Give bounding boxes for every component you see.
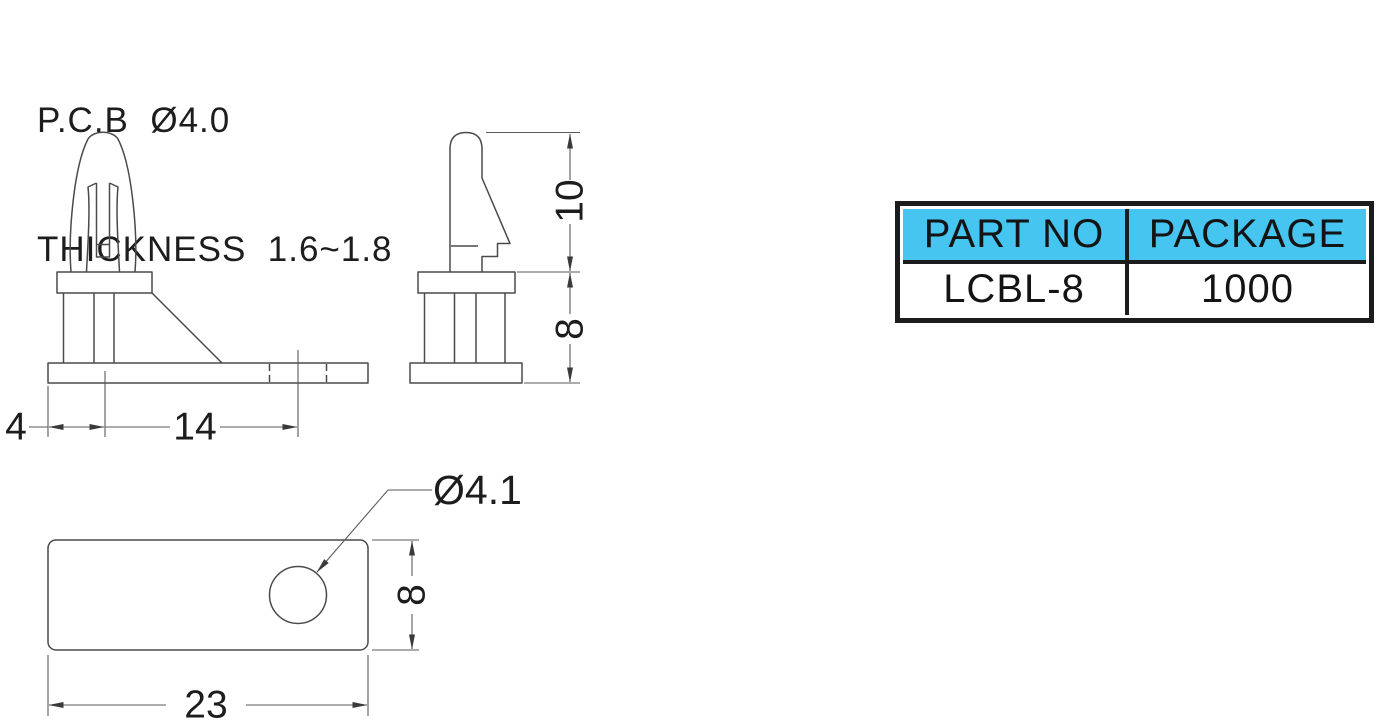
side-view bbox=[409, 131, 523, 384]
front-view bbox=[47, 131, 369, 384]
bottom-view bbox=[47, 539, 369, 651]
spec-table-header-package: PACKAGE bbox=[1129, 209, 1366, 260]
front-brace bbox=[151, 292, 223, 364]
side-post-outline bbox=[449, 131, 511, 272]
bottom-plate bbox=[47, 539, 369, 651]
front-clip-slot bbox=[95, 183, 111, 258]
spec-table-header-part-no: PART NO bbox=[903, 209, 1125, 260]
dim-bottom-length: 23 bbox=[184, 684, 227, 727]
front-base bbox=[47, 362, 369, 384]
dim-side-spacer-height: 8 bbox=[549, 318, 592, 340]
spec-table-value-package: 1000 bbox=[1129, 264, 1366, 315]
spec-table-value-part-no: LCBL-8 bbox=[903, 264, 1125, 315]
dim-hole-diameter: Ø4.1 bbox=[433, 467, 522, 513]
dim-front-pitch: 14 bbox=[173, 406, 216, 449]
pcb-note: P.C.B Ø4.0 THICKNESS 1.6~1.8 bbox=[37, 13, 393, 314]
dim-bottom-width: 8 bbox=[391, 584, 434, 606]
side-flange bbox=[417, 271, 516, 294]
spec-table: PART NO PACKAGE LCBL-8 1000 bbox=[895, 201, 1374, 323]
front-clip-outline bbox=[69, 131, 137, 273]
front-flange bbox=[56, 271, 153, 294]
front-view-dims bbox=[29, 350, 299, 437]
spec-table-grid: PART NO PACKAGE LCBL-8 1000 bbox=[903, 209, 1366, 315]
hole-leader-line bbox=[316, 489, 432, 573]
dim-front-offset: 4 bbox=[5, 406, 27, 449]
dim-side-clip-height: 10 bbox=[549, 179, 592, 222]
pcb-note-line2: THICKNESS 1.6~1.8 bbox=[37, 230, 393, 269]
front-clip-wing-right bbox=[109, 182, 121, 273]
bottom-view-dims bbox=[47, 489, 432, 716]
side-view-dims bbox=[486, 131, 580, 384]
side-base bbox=[409, 362, 523, 384]
bottom-hole bbox=[268, 565, 328, 625]
front-clip-wing-left bbox=[85, 182, 97, 273]
pcb-note-line1: P.C.B Ø4.0 bbox=[37, 101, 231, 140]
